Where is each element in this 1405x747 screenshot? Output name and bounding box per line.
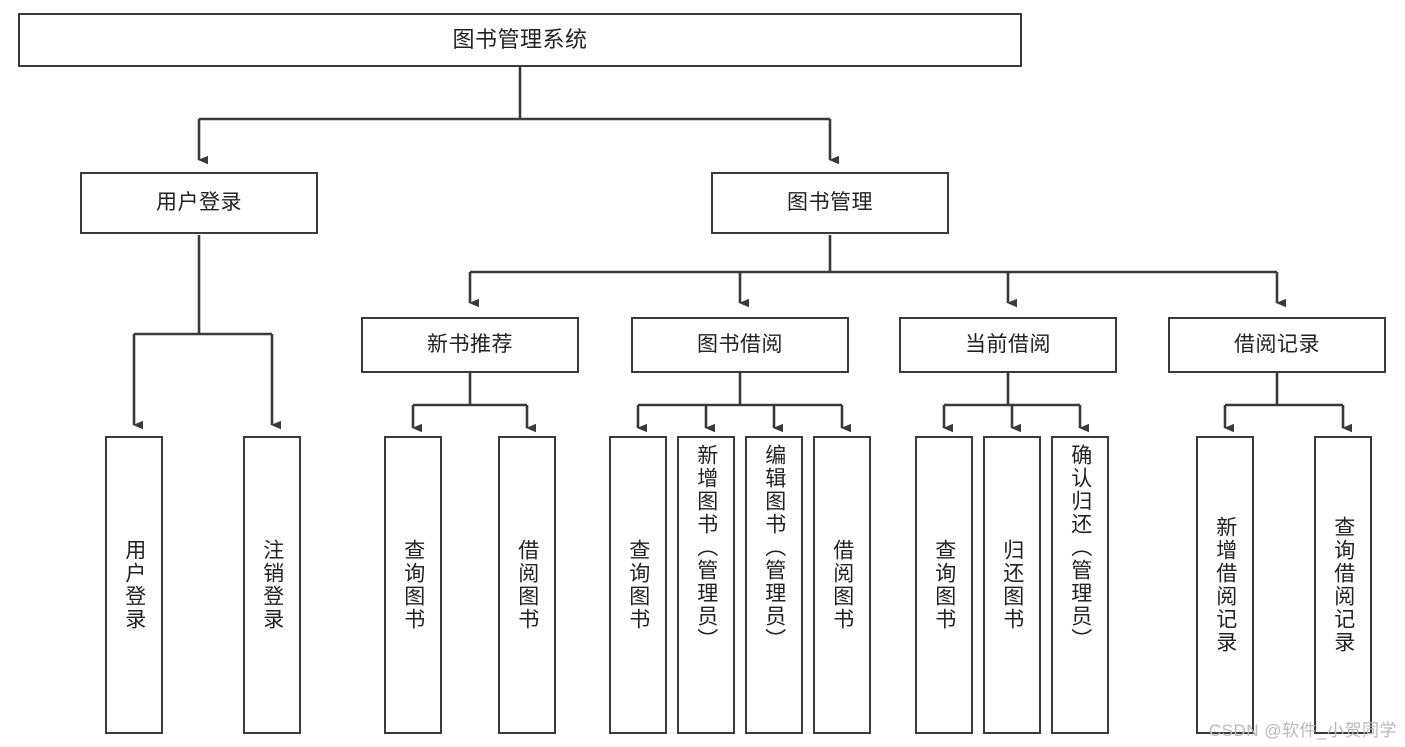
node-book-borrow[interactable]: 图书借阅 bbox=[631, 317, 849, 373]
leaf-current-confirm-return-admin[interactable]: 确认归还（管理员） bbox=[1051, 436, 1109, 734]
leaf-borrow-add-book-admin[interactable]: 新增图书（管理员） bbox=[677, 436, 735, 734]
leaf-record-query-record[interactable]: 查询借阅记录 bbox=[1314, 436, 1372, 734]
csdn-watermark: CSDN @软件_小贺同学 bbox=[1208, 721, 1397, 740]
node-borrow-record[interactable]: 借阅记录 bbox=[1168, 317, 1386, 373]
leaf-current-return-book[interactable]: 归还图书 bbox=[983, 436, 1041, 734]
node-root-system[interactable]: 图书管理系统 bbox=[18, 13, 1022, 67]
node-current-borrow[interactable]: 当前借阅 bbox=[899, 317, 1117, 373]
leaf-record-add-record[interactable]: 新增借阅记录 bbox=[1196, 436, 1254, 734]
leaf-new-book-query[interactable]: 查询图书 bbox=[384, 436, 442, 734]
leaf-user-login-logout[interactable]: 注销登录 bbox=[243, 436, 301, 734]
leaf-user-login-login[interactable]: 用户登录 bbox=[105, 436, 163, 734]
leaf-borrow-query-book[interactable]: 查询图书 bbox=[609, 436, 667, 734]
leaf-current-query-book[interactable]: 查询图书 bbox=[915, 436, 973, 734]
node-user-login[interactable]: 用户登录 bbox=[80, 172, 318, 234]
node-new-book-recommend[interactable]: 新书推荐 bbox=[361, 317, 579, 373]
leaf-borrow-edit-book-admin[interactable]: 编辑图书（管理员） bbox=[745, 436, 803, 734]
node-book-management[interactable]: 图书管理 bbox=[711, 172, 949, 234]
leaf-new-book-borrow[interactable]: 借阅图书 bbox=[498, 436, 556, 734]
leaf-borrow-borrow-book[interactable]: 借阅图书 bbox=[813, 436, 871, 734]
